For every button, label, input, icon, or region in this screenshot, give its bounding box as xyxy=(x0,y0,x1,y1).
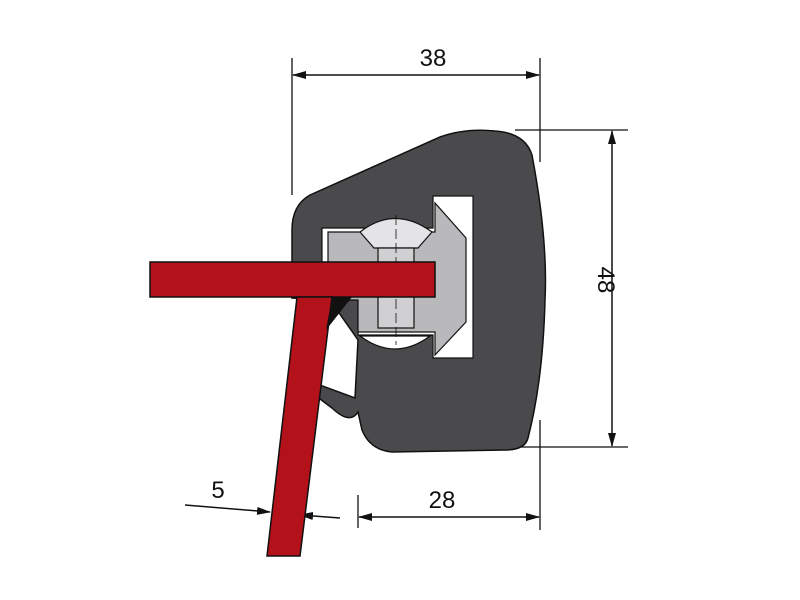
dim-line-5-right xyxy=(299,511,341,520)
slanted-panel xyxy=(266,296,333,557)
dim-label-5: 5 xyxy=(211,477,224,504)
dim-line-5-left xyxy=(184,504,271,515)
horizontal-panel xyxy=(149,261,436,298)
wedge-shadow xyxy=(326,297,352,330)
dim-label-48: 48 xyxy=(592,267,619,294)
dim-label-38: 38 xyxy=(420,45,447,72)
extension-lines xyxy=(291,58,628,530)
dim-label-28: 28 xyxy=(429,487,456,514)
